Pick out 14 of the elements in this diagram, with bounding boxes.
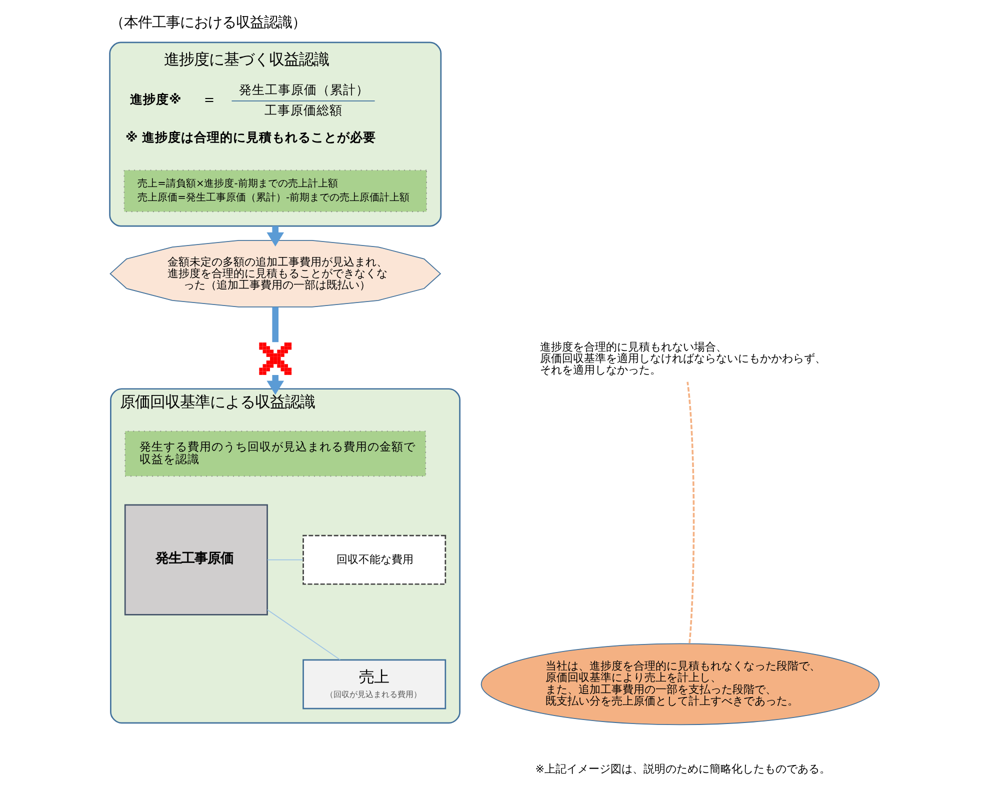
connector: [686, 382, 694, 644]
node-text: 進捗度を合理的に見積もれない場合、原価回収基準を適用しなければならないにもかかわらず、それを適用しなかった。: [539, 340, 826, 377]
node-ellipse: 当社は、進捗度を合理的に見積もれなくなった段階で、原価回収基準により売上を計上し、また、追加工事費用の一部を支払った段階で、既支払い分を売上原価として計上すべきであった。: [480, 643, 880, 726]
node-box: 発生工事原価: [124, 504, 268, 616]
caption: ※上記イメージ図は、説明のために簡略化したものである。: [534, 762, 830, 776]
connector: [266, 609, 340, 660]
arrow: [266, 226, 284, 246]
node-box: 発生する費用のうち回収が見込まれる費用の金額で収益を認識: [124, 430, 426, 477]
diagram-title: （本件工事における収益認識）: [109, 14, 306, 31]
node-box: 回収不能な費用: [302, 534, 446, 585]
connector: [272, 307, 278, 342]
node-box: 売上=請負額×進捗度-前期までの売上計上額 売上原価=発生工事原価（累計）-前期までの売上原価計上額: [123, 170, 426, 212]
connector: [266, 559, 303, 560]
node-box: 売上 （回収が見込まれる費用）: [302, 659, 446, 710]
